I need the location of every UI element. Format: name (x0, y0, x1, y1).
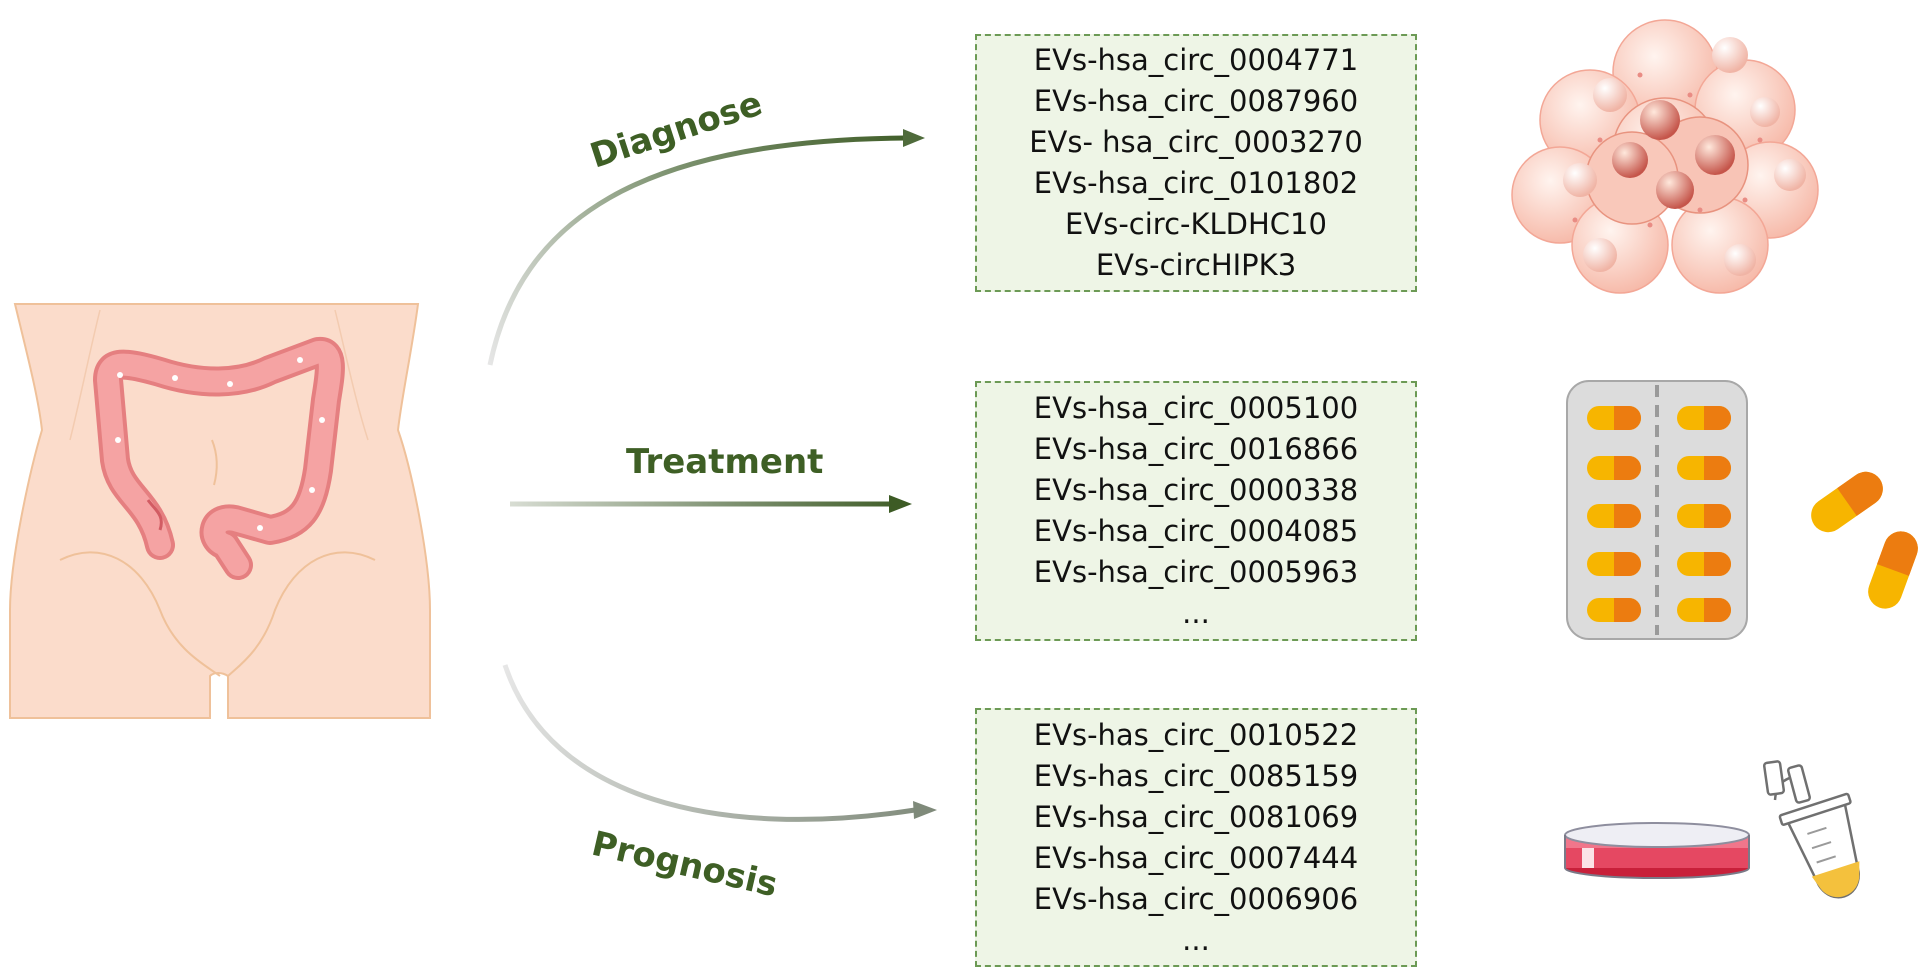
list-item: EVs-hsa_circ_0101802 (1033, 166, 1359, 200)
list-item: ... (1182, 596, 1210, 630)
list-item: EVs-circHIPK3 (1095, 248, 1297, 282)
prognosis-arrowhead (913, 801, 937, 819)
list-item: EVs-hsa_circ_0007444 (1033, 840, 1359, 875)
prognosis-biomarker-box: EVs-has_circ_0010522 EVs-has_circ_008515… (975, 708, 1417, 967)
loose-capsule-icon (1868, 531, 1918, 609)
list-item: ... (1182, 922, 1210, 957)
list-item: EVs- hsa_circ_0003270 (1029, 125, 1363, 159)
pill-blister-pack-icon (1566, 380, 1748, 640)
treatment-biomarker-box: EVs-hsa_circ_0005100 EVs-hsa_circ_001686… (975, 381, 1417, 641)
list-item: EVs-has_circ_0010522 (1033, 717, 1359, 752)
prognosis-label: Prognosis (588, 824, 781, 906)
diagnose-arrow (487, 135, 906, 366)
cancer-cell-cluster-icon (1511, 19, 1819, 294)
list-item: EVs-hsa_circ_0016866 (1033, 432, 1359, 466)
petri-dish-icon (1564, 822, 1750, 879)
list-item: EVs-has_circ_0085159 (1033, 758, 1359, 793)
list-item: EVs-hsa_circ_0087960 (1033, 84, 1359, 118)
diagnose-biomarker-box: EVs-hsa_circ_0004771 EVs-hsa_circ_008796… (975, 34, 1417, 292)
list-item: EVs-hsa_circ_0006906 (1033, 881, 1359, 916)
list-item: EVs-hsa_circ_0081069 (1033, 799, 1359, 834)
list-item: EVs-hsa_circ_0005100 (1033, 391, 1359, 425)
list-item: EVs-circ-KLDHC10 (1065, 207, 1327, 241)
list-item: EVs-hsa_circ_0004771 (1033, 43, 1359, 77)
tube-cap-icon (1762, 760, 1811, 804)
prognosis-arrow (502, 664, 916, 822)
list-item: EVs-hsa_circ_0004085 (1033, 514, 1359, 548)
diagnose-arrowhead (903, 129, 925, 147)
test-tube-icon (1778, 792, 1860, 899)
list-item: EVs-hsa_circ_0000338 (1033, 473, 1359, 507)
diagnose-label: Diagnose (585, 84, 767, 177)
loose-capsule-icon (1811, 471, 1883, 533)
torso-colon-icon (9, 303, 431, 719)
treatment-arrowhead (889, 495, 912, 513)
list-item: EVs-hsa_circ_0005963 (1033, 555, 1359, 589)
treatment-label: Treatment (626, 442, 823, 482)
